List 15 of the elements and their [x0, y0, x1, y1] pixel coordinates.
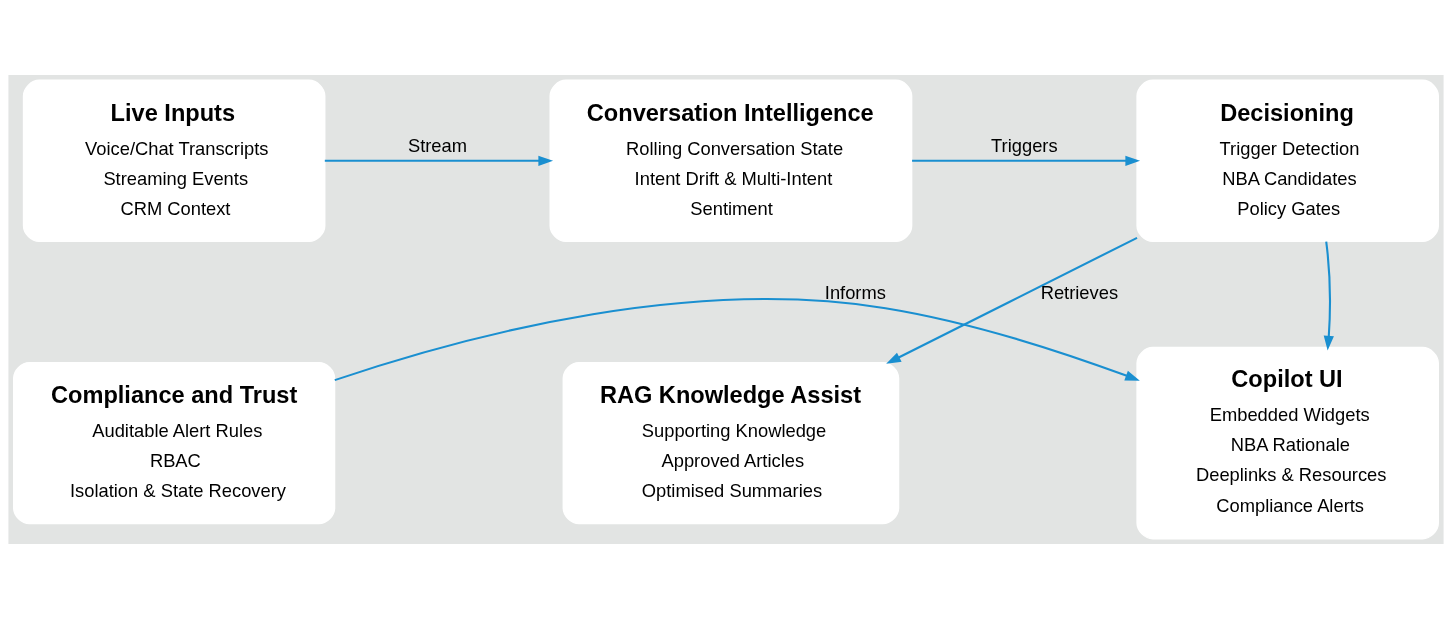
node-box: Decisioning Trigger Detection NBA Candidates Policy Gates [1136, 79, 1439, 242]
node-box: Live Inputs Voice/Chat Transcripts Streaming Events CRM Context [22, 79, 326, 242]
node-box: Conversation Intelligence Rolling Conversation State Intent Drift & Multi-Intent Sentiment [549, 79, 913, 242]
node-box: Copilot UI Embedded Widgets NBA Rationale Deeplinks & Resources Compliance Alerts [1136, 346, 1439, 539]
arrow [324, 155, 554, 166]
arrow [334, 297, 1140, 381]
node-box: Compliance and Trust Auditable Alert Rules RBAC Isolation & State Recovery [13, 361, 336, 524]
arrow [886, 236, 1138, 364]
edge-label: Retrieves [1040, 281, 1119, 303]
node-box: RAG Knowledge Assist Supporting Knowledge Approved Articles Optimised Summaries [562, 361, 900, 524]
edge-label: Informs [824, 281, 886, 303]
arrow [912, 155, 1141, 166]
edge-label: Stream [407, 134, 467, 156]
edge-label: Triggers [991, 134, 1058, 156]
arrow [1323, 240, 1334, 351]
